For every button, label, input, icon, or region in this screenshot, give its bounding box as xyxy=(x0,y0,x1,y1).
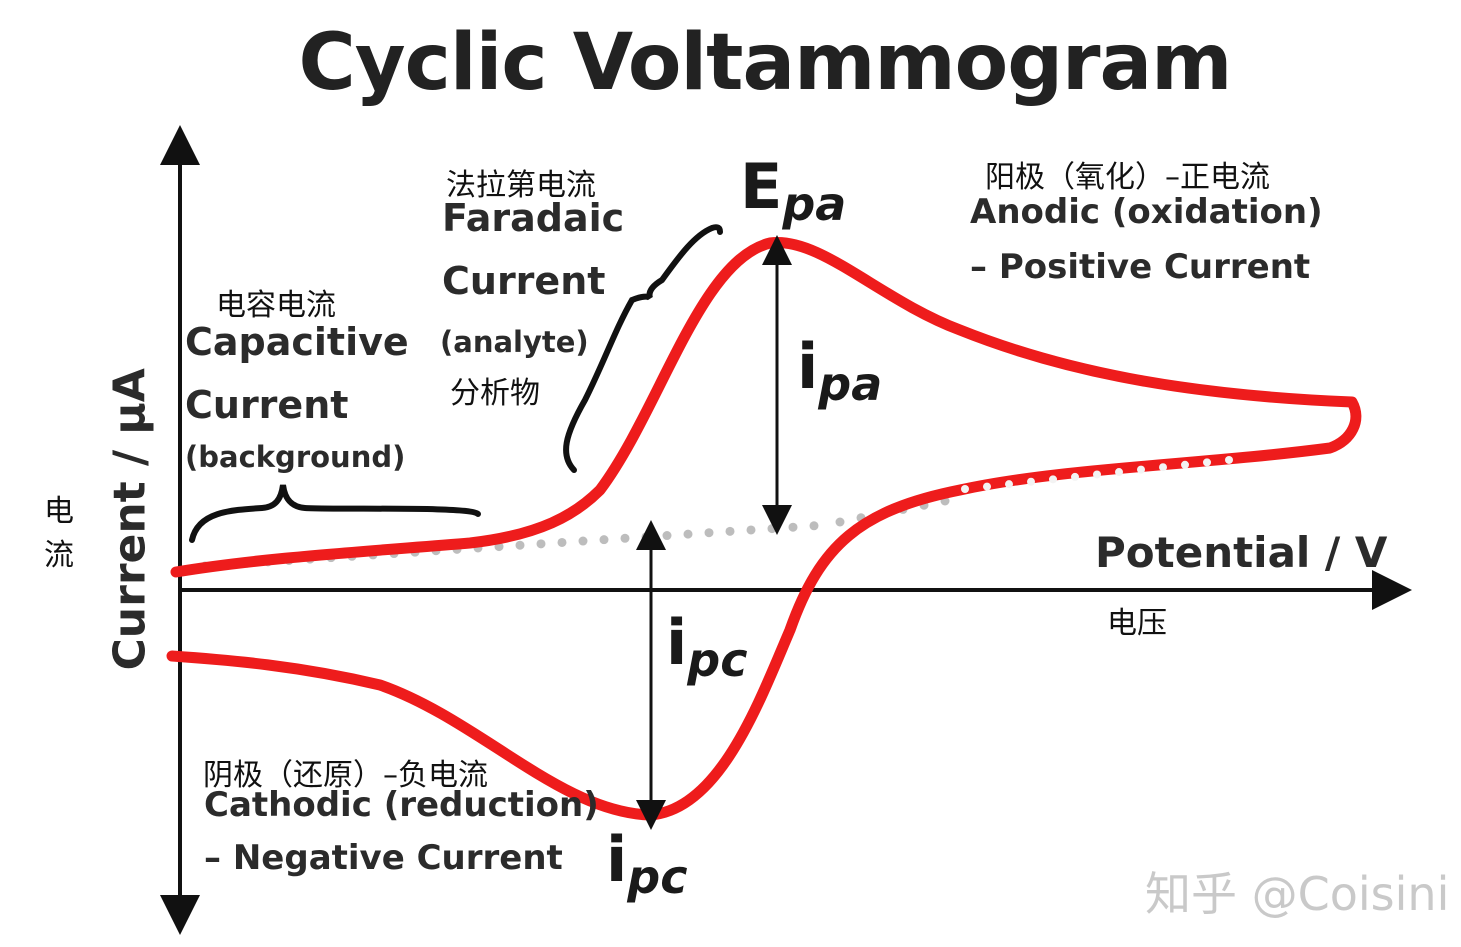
faradaic-label-3: (analyte) xyxy=(440,325,589,359)
faradaic-label-2: Current xyxy=(442,259,606,303)
return-curve-dot xyxy=(1005,480,1013,489)
x-axis-label-zh: 电压 xyxy=(1107,606,1167,641)
return-curve-dot xyxy=(1093,470,1101,479)
anodic-label-2: – Positive Current xyxy=(970,247,1311,287)
y-axis-label-zh: 电流 xyxy=(44,494,74,573)
watermark: 知乎 @Coisini xyxy=(1145,867,1450,921)
faradaic-brace xyxy=(563,224,723,473)
baseline-dot xyxy=(515,540,525,550)
capacitive-label-2: Current xyxy=(185,383,349,427)
anodic-label-1: Anodic (oxidation) xyxy=(970,192,1323,232)
return-curve-dot xyxy=(1181,460,1189,469)
capacitive-brace xyxy=(189,484,481,543)
ipa-symbol: ipa xyxy=(797,330,883,411)
baseline-dot xyxy=(641,532,651,542)
baseline-dot xyxy=(788,522,798,532)
return-curve-dot xyxy=(1049,475,1057,484)
return-curve-dot xyxy=(961,485,969,493)
y-axis-label: Current / μA xyxy=(104,368,156,671)
baseline-dot xyxy=(536,539,546,549)
faradaic-label-1: Faradaic xyxy=(442,196,625,240)
return-curve-dot xyxy=(1159,463,1167,472)
cathodic-label-1: Cathodic (reduction) xyxy=(204,785,599,825)
baseline-dot xyxy=(683,529,693,539)
baseline-dot xyxy=(620,533,630,543)
baseline-dot xyxy=(662,531,672,541)
capacitive-label-1: Capacitive xyxy=(185,320,409,364)
baseline-dot xyxy=(767,524,777,534)
baseline-dot xyxy=(835,517,845,527)
cathodic-label-2: – Negative Current xyxy=(204,838,563,878)
ipc-symbol: ipc xyxy=(666,606,748,687)
baseline-dot xyxy=(704,528,714,538)
baseline-dot xyxy=(746,525,756,535)
return-curve-dot xyxy=(1203,458,1211,467)
return-curve-dot xyxy=(1225,455,1233,464)
return-curve-dot xyxy=(1027,477,1035,486)
return-curve-dot xyxy=(1137,465,1145,474)
ipc-symbol-bottom: ipc xyxy=(606,823,688,904)
x-axis-label: Potential / V xyxy=(1095,528,1388,577)
return-curve-dot xyxy=(1071,472,1079,481)
capacitive-label-zh: 电容电流 xyxy=(216,288,336,323)
faradaic-label-zh: 法拉第电流 xyxy=(446,168,596,203)
epa-symbol: Epa xyxy=(740,150,847,231)
capacitive-label-3: (background) xyxy=(185,440,406,474)
return-curve-dot xyxy=(983,482,991,491)
cathodic-label-zh: 阴极（还原）–负电流 xyxy=(203,758,488,793)
chart-title: Cyclic Voltammogram xyxy=(298,18,1233,108)
baseline-dot xyxy=(599,535,609,545)
anodic-label-zh: 阳极（氧化）–正电流 xyxy=(985,160,1270,195)
return-curve-dots xyxy=(961,455,1233,493)
return-curve-dot xyxy=(1115,468,1123,477)
faradaic-label-zh2: 分析物 xyxy=(450,376,540,411)
baseline-dot xyxy=(578,536,588,546)
baseline-dot xyxy=(809,521,819,531)
baseline-dot xyxy=(725,526,735,536)
baseline-dot xyxy=(557,537,567,547)
cv-curve xyxy=(166,237,1362,821)
